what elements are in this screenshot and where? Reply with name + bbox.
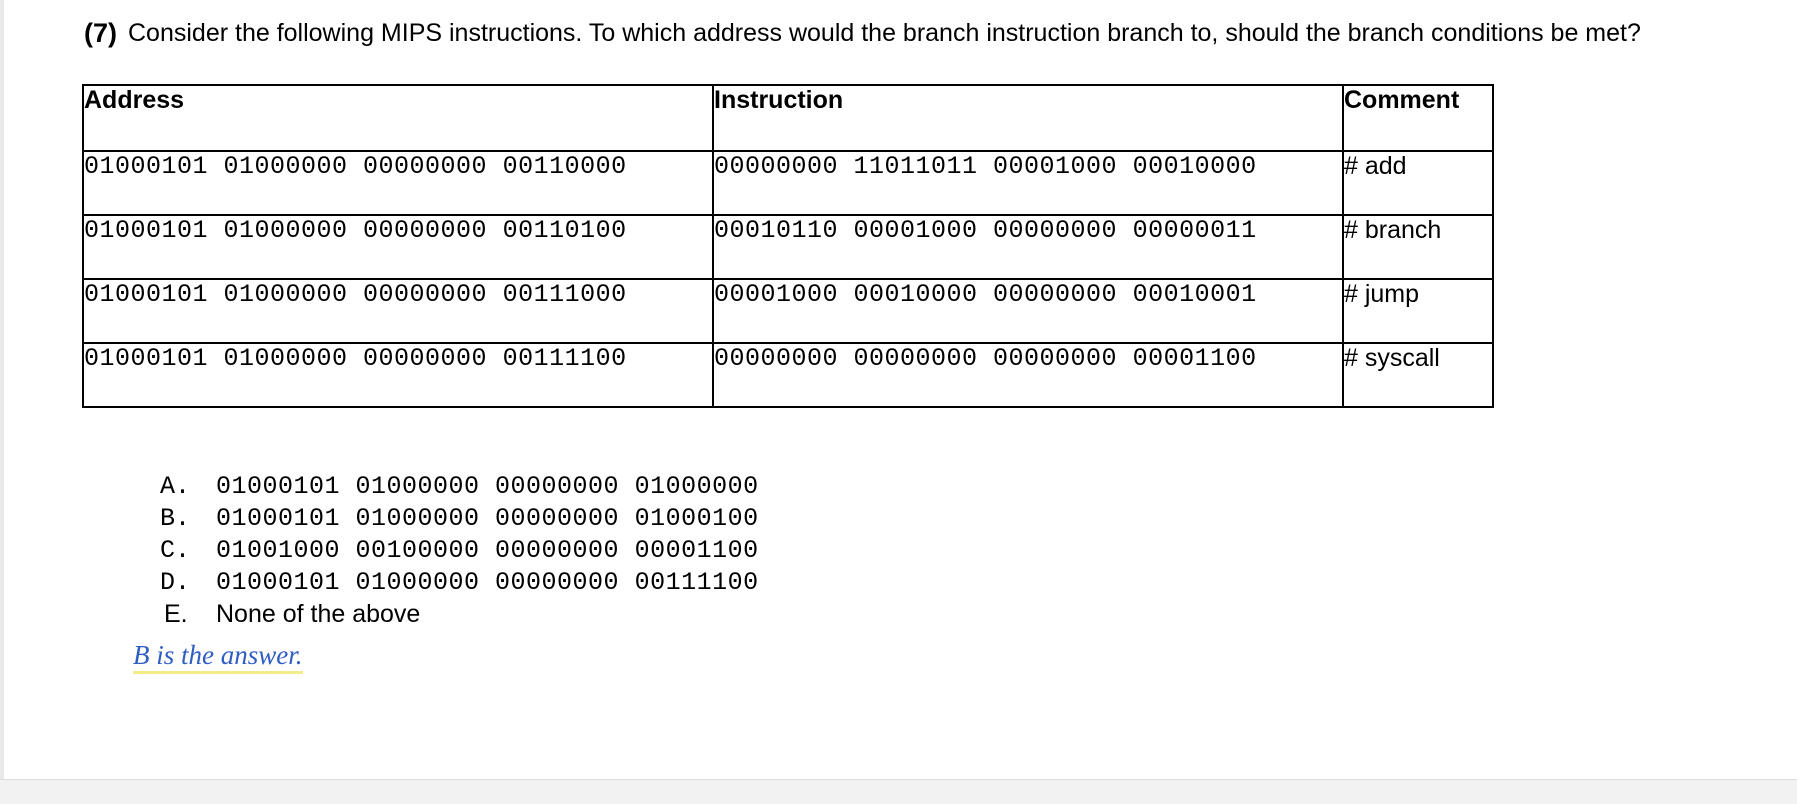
cell-address: 01000101 01000000 00000000 00110100	[82, 214, 714, 280]
option-b-text: 01000101 01000000 00000000 01000100	[216, 504, 759, 533]
question-line: (7) Consider the following MIPS instruct…	[84, 14, 1774, 52]
cell-comment: # add	[1342, 150, 1494, 216]
mips-instructions-table: Address Instruction Comment 01000101 010…	[82, 84, 1494, 408]
option-c-text: 01001000 00100000 00000000 00001100	[216, 536, 759, 565]
option-d[interactable]: D. 01000101 01000000 00000000 00111100	[160, 568, 1160, 600]
option-e-text: None of the above	[216, 600, 421, 628]
cell-comment: # jump	[1342, 278, 1494, 344]
page-left-rule	[0, 0, 4, 780]
cell-address: 01000101 01000000 00000000 00110000	[82, 150, 714, 216]
question-block: (7) Consider the following MIPS instruct…	[84, 14, 1774, 52]
option-d-text: 01000101 01000000 00000000 00111100	[216, 568, 759, 597]
option-b[interactable]: B. 01000101 01000000 00000000 01000100	[160, 504, 1160, 536]
page-bottom-band	[0, 779, 1797, 804]
table-row: 01000101 01000000 00000000 00111000 0000…	[82, 278, 1494, 344]
option-e[interactable]: E. None of the above	[160, 600, 1160, 640]
option-c-letter: C.	[160, 536, 191, 565]
cell-instruction: 00010110 00001000 00000000 00000011	[712, 214, 1344, 280]
option-d-letter: D.	[160, 568, 191, 597]
option-a-letter: A.	[160, 472, 191, 501]
option-a-text: 01000101 01000000 00000000 01000000	[216, 472, 759, 501]
answer-note-text: B is the answer.	[133, 640, 303, 674]
question-number: (7)	[84, 18, 117, 48]
cell-address: 01000101 01000000 00000000 00111000	[82, 278, 714, 344]
option-e-letter: E.	[164, 600, 188, 628]
option-b-letter: B.	[160, 504, 191, 533]
answer-options-list: A. 01000101 01000000 00000000 01000000 B…	[160, 472, 1160, 640]
cell-instruction: 00001000 00010000 00000000 00010001	[712, 278, 1344, 344]
table-header-row: Address Instruction Comment	[82, 84, 1494, 152]
table-row: 01000101 01000000 00000000 00110000 0000…	[82, 150, 1494, 216]
answer-note: B is the answer.	[133, 640, 303, 674]
column-header-comment: Comment	[1342, 84, 1494, 152]
cell-address: 01000101 01000000 00000000 00111100	[82, 342, 714, 408]
question-text: Consider the following MIPS instructions…	[128, 19, 1641, 47]
cell-instruction: 00000000 00000000 00000000 00001100	[712, 342, 1344, 408]
column-header-instruction: Instruction	[712, 84, 1344, 152]
cell-comment: # syscall	[1342, 342, 1494, 408]
table-row: 01000101 01000000 00000000 00111100 0000…	[82, 342, 1494, 408]
table-row: 01000101 01000000 00000000 00110100 0001…	[82, 214, 1494, 280]
cell-comment: # branch	[1342, 214, 1494, 280]
cell-instruction: 00000000 11011011 00001000 00010000	[712, 150, 1344, 216]
option-a[interactable]: A. 01000101 01000000 00000000 01000000	[160, 472, 1160, 504]
column-header-address: Address	[82, 84, 714, 152]
option-c[interactable]: C. 01001000 00100000 00000000 00001100	[160, 536, 1160, 568]
